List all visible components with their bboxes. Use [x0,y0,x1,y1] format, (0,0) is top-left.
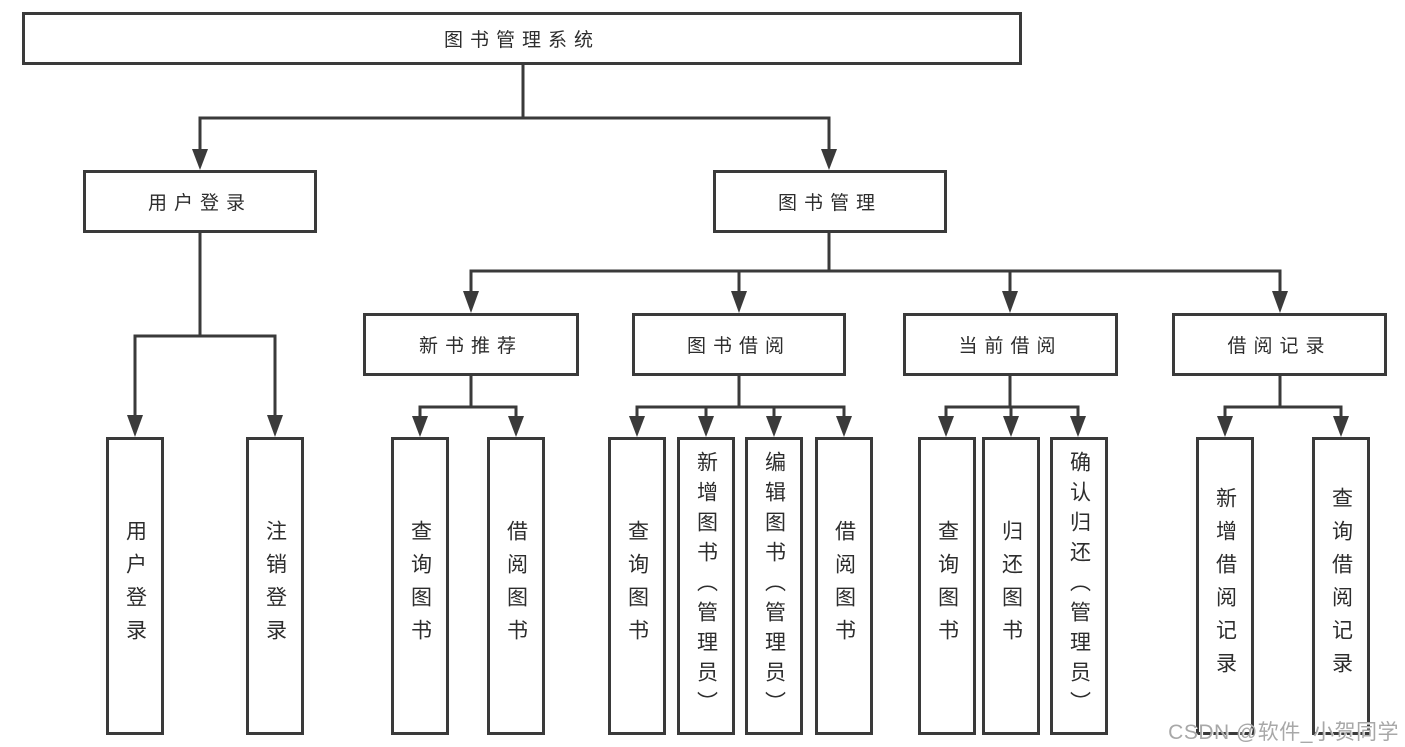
leaf-return-books: 归还图书 [982,437,1040,735]
node-library-management-system: 图书管理系统 [22,12,1022,65]
node-current-borrowing: 当前借阅 [903,313,1118,376]
leaf-borrowing-query-books: 查询图书 [608,437,666,735]
csdn-watermark: CSDN @软件_小贺同学 [1168,721,1399,744]
connector-current-borrowing-to-leaves [938,374,1086,437]
connector-user-login-to-leaves [127,231,283,437]
connector-borrowing-records-to-leaves [1217,374,1349,437]
node-borrowing-records: 借阅记录 [1172,313,1387,376]
leaf-confirm-return-admin: 确认归还（管理员） [1050,437,1108,735]
leaf-logout: 注销登录 [246,437,304,735]
connector-book-management-to-level3 [463,231,1288,313]
leaf-recommend-borrow-books: 借阅图书 [487,437,545,735]
leaf-edit-books-admin: 编辑图书（管理员） [745,437,803,735]
connector-new-book-recommend-to-leaves [412,374,524,437]
node-user-login: 用户登录 [83,170,317,233]
leaf-current-query-books: 查询图书 [918,437,976,735]
leaf-borrowing-borrow-books: 借阅图书 [815,437,873,735]
node-new-book-recommend: 新书推荐 [363,313,579,376]
leaf-add-books-admin: 新增图书（管理员） [677,437,735,735]
node-book-borrowing: 图书借阅 [632,313,846,376]
connector-book-borrowing-to-leaves [629,374,852,437]
leaf-recommend-query-books: 查询图书 [391,437,449,735]
connector-root-to-level2 [192,63,837,170]
leaf-query-borrow-record: 查询借阅记录 [1312,437,1370,735]
node-book-management: 图书管理 [713,170,947,233]
leaf-add-borrow-record: 新增借阅记录 [1196,437,1254,735]
leaf-user-login: 用户登录 [106,437,164,735]
